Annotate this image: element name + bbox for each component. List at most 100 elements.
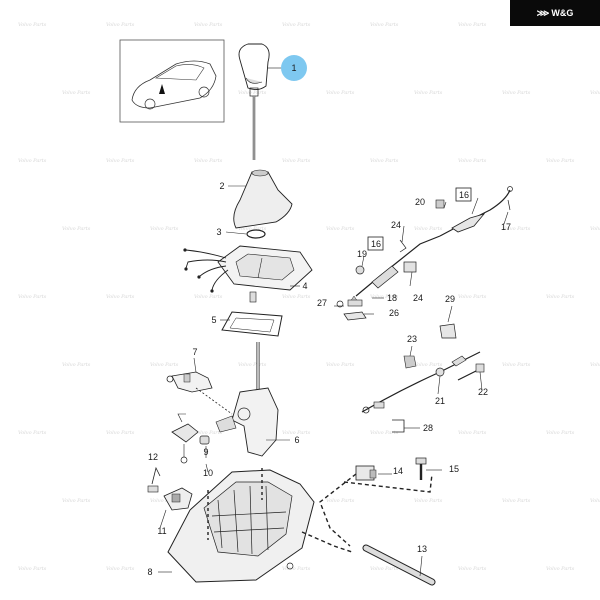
callout-15[interactable]: 15 (449, 464, 459, 474)
part-gear-boot (233, 169, 293, 229)
callout-1[interactable]: 1 (291, 63, 296, 73)
watermark-text: Volvo Parts (18, 22, 47, 28)
part-lower-cable (361, 323, 485, 433)
part-rod (362, 544, 436, 586)
watermark-text: Volvo Parts (194, 22, 223, 28)
part-upper-cable (435, 186, 513, 237)
callout-10[interactable]: 10 (203, 468, 213, 478)
callout-9[interactable]: 9 (203, 447, 208, 457)
watermark-text: Volvo Parts (502, 498, 531, 504)
watermark-text: Volvo Parts (106, 22, 135, 28)
callout-22[interactable]: 22 (478, 387, 488, 397)
callout-19[interactable]: 19 (357, 249, 367, 259)
callout-12[interactable]: 12 (148, 452, 158, 462)
part-gear-knob (238, 43, 270, 160)
watermark-text: Volvo Parts (194, 294, 223, 300)
callout-14[interactable]: 14 (393, 466, 403, 476)
brand-text: W&G (551, 8, 574, 18)
watermark-text: Volvo Parts (370, 22, 399, 28)
callout-6[interactable]: 6 (294, 435, 299, 445)
callout-17[interactable]: 17 (501, 222, 511, 232)
part-middle-cable (336, 235, 441, 321)
watermark-text: Volvo Parts (414, 226, 443, 232)
watermark-text: Volvo Parts (238, 362, 267, 368)
watermark-text: Volvo Parts (326, 90, 355, 96)
watermark-text: Volvo Parts (370, 430, 399, 436)
watermark-text: Volvo Parts (62, 226, 91, 232)
callout-11[interactable]: 11 (157, 526, 166, 536)
callout-21[interactable]: 21 (435, 396, 445, 406)
brand-mark-icon: ⋙ (536, 7, 550, 18)
callout-3[interactable]: 3 (216, 227, 221, 237)
watermark-text: Volvo Parts (414, 90, 443, 96)
callout-16-upper[interactable]: 16 (459, 190, 469, 200)
watermark-text: Volvo Parts (590, 90, 600, 96)
watermark-text: Volvo Parts (18, 294, 47, 300)
watermark-text: Volvo Parts (62, 498, 91, 504)
watermark-text: Volvo Parts (458, 158, 487, 164)
callout-26[interactable]: 26 (389, 308, 399, 318)
part-shifter-housing (167, 468, 315, 583)
watermark-text: Volvo Parts (546, 294, 575, 300)
watermark-text: Volvo Parts (18, 430, 47, 436)
part-shift-lever-assembly (215, 342, 279, 457)
watermark-text: Volvo Parts (194, 158, 223, 164)
watermark-text: Volvo Parts (546, 566, 575, 572)
watermark-text: Volvo Parts (150, 362, 179, 368)
callout-7[interactable]: 7 (192, 347, 197, 357)
callout-4[interactable]: 4 (302, 281, 307, 291)
vehicle-thumbnail (119, 39, 225, 123)
watermark-text: Volvo Parts (326, 498, 355, 504)
watermark-text: Volvo Parts (106, 566, 135, 572)
watermark-text: Volvo Parts (502, 226, 531, 232)
watermark-text: Volvo Parts (62, 90, 91, 96)
watermark-text: Volvo Parts (282, 22, 311, 28)
watermark-text: Volvo Parts (370, 158, 399, 164)
callout-24-upper[interactable]: 24 (391, 220, 401, 230)
watermark-text: Volvo Parts (414, 498, 443, 504)
watermark-text: Volvo Parts (62, 362, 91, 368)
callout-20[interactable]: 20 (415, 197, 425, 207)
watermark-text: Volvo Parts (282, 430, 311, 436)
watermark-text: Volvo Parts (238, 226, 267, 232)
watermark-text: Volvo Parts (194, 430, 223, 436)
watermark-text: Volvo Parts (106, 294, 135, 300)
callout-28[interactable]: 28 (423, 423, 433, 433)
location-marker-icon (159, 84, 165, 94)
watermark-text: Volvo Parts (590, 498, 600, 504)
harness-dashed (301, 473, 433, 553)
watermark-text: Volvo Parts (370, 566, 399, 572)
watermark-text: Volvo Parts (458, 566, 487, 572)
callout-2[interactable]: 2 (219, 181, 224, 191)
part-linkage (166, 371, 233, 415)
callout-27[interactable]: 27 (317, 298, 327, 308)
watermark-text: Volvo Parts (546, 158, 575, 164)
callout-13[interactable]: 13 (417, 544, 427, 554)
callout-23[interactable]: 23 (407, 334, 417, 344)
watermark-text: Volvo Parts (150, 226, 179, 232)
watermark-text: Volvo Parts (282, 294, 311, 300)
callout-18[interactable]: 18 (387, 293, 397, 303)
part-plug-bolt (355, 457, 427, 481)
callout-16-upper-box (455, 187, 472, 202)
callout-24-lower[interactable]: 24 (413, 293, 423, 303)
watermark-text: Volvo Parts (590, 226, 600, 232)
watermark-text: Volvo Parts (546, 430, 575, 436)
callout-16-middle-box (367, 236, 384, 251)
watermark-text: Volvo Parts (238, 90, 267, 96)
watermark-text: Volvo Parts (502, 362, 531, 368)
watermark-text: Volvo Parts (590, 362, 600, 368)
watermark-text: Volvo Parts (18, 158, 47, 164)
watermark-text: Volvo Parts (18, 566, 47, 572)
watermark-text: Volvo Parts (326, 362, 355, 368)
part-gasket (221, 311, 283, 337)
watermark-text: Volvo Parts (458, 430, 487, 436)
callout-16-middle[interactable]: 16 (371, 239, 381, 249)
callout-29[interactable]: 29 (445, 294, 455, 304)
watermark-text: Volvo Parts (282, 158, 311, 164)
callout-8[interactable]: 8 (147, 567, 152, 577)
part-bushings (171, 413, 210, 464)
callout-5[interactable]: 5 (211, 315, 216, 325)
